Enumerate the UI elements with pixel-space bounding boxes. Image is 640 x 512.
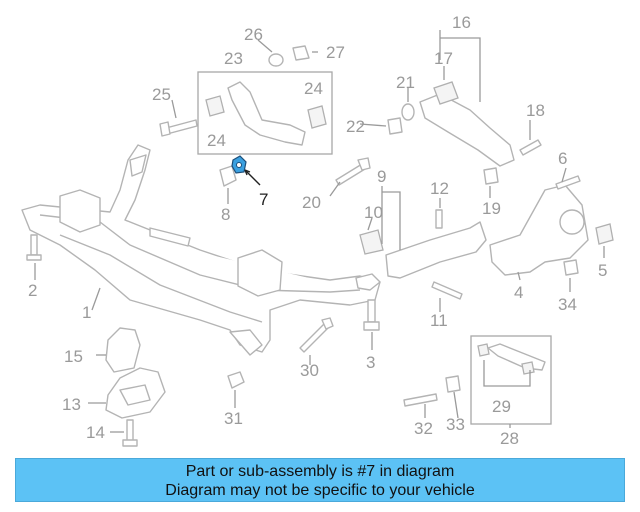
info-banner: Part or sub-assembly is #7 in diagram Di… bbox=[15, 458, 625, 502]
callout-34: 34 bbox=[558, 295, 577, 314]
callout-numbers: 1 2 3 4 5 6 7 8 9 10 11 12 13 14 15 16 1… bbox=[28, 13, 607, 448]
leader-arrowhead-7 bbox=[244, 169, 251, 176]
highlighted-part-7 bbox=[231, 155, 247, 174]
parts-diagram: 1 2 3 4 5 6 7 8 9 10 11 12 13 14 15 16 1… bbox=[21, 13, 614, 448]
bushing-part-10 bbox=[359, 229, 384, 255]
callout-24a: 24 bbox=[207, 131, 226, 150]
callout-17: 17 bbox=[434, 49, 453, 68]
washer-part-26 bbox=[268, 53, 284, 67]
bolt-part-2 bbox=[26, 234, 42, 261]
callout-15: 15 bbox=[64, 347, 83, 366]
group-box-23 bbox=[197, 71, 333, 155]
callout-31: 31 bbox=[224, 409, 243, 428]
nut-part-34 bbox=[563, 259, 579, 276]
leader-lines bbox=[34, 30, 605, 433]
banner-line-2: Diagram may not be specific to your vehi… bbox=[165, 482, 475, 499]
bracket-part-13 bbox=[105, 367, 166, 419]
bolt-part-11 bbox=[431, 281, 463, 300]
callout-6: 6 bbox=[558, 149, 567, 168]
callout-9: 9 bbox=[377, 167, 386, 186]
lower-arm-part-16 bbox=[419, 93, 515, 167]
bolt-part-6 bbox=[555, 175, 581, 190]
callout-27: 27 bbox=[326, 43, 345, 62]
callout-7: 7 bbox=[259, 190, 268, 209]
callout-1: 1 bbox=[82, 303, 91, 322]
trailing-arm-part-9 bbox=[385, 221, 487, 279]
bolt-part-12 bbox=[435, 209, 443, 229]
callout-5: 5 bbox=[598, 261, 607, 280]
callout-19: 19 bbox=[482, 199, 501, 218]
callout-25: 25 bbox=[152, 85, 171, 104]
callout-24b: 24 bbox=[304, 79, 323, 98]
callout-2: 2 bbox=[28, 281, 37, 300]
callout-20: 20 bbox=[302, 193, 321, 212]
bracket-29 bbox=[483, 360, 531, 387]
callout-28: 28 bbox=[500, 429, 519, 448]
bolt-part-25 bbox=[159, 119, 198, 137]
callout-11: 11 bbox=[430, 311, 448, 330]
bushing-part-5 bbox=[595, 223, 614, 245]
callout-16: 16 bbox=[452, 13, 471, 32]
bushing-part-17 bbox=[433, 81, 459, 105]
callout-26: 26 bbox=[244, 25, 263, 44]
callout-4: 4 bbox=[514, 283, 523, 302]
bolt-part-20 bbox=[335, 157, 371, 186]
callout-30: 30 bbox=[300, 361, 319, 380]
bolt-part-18 bbox=[519, 139, 542, 156]
callout-33: 33 bbox=[446, 415, 465, 434]
callout-18: 18 bbox=[526, 101, 545, 120]
bushing-part-8 bbox=[219, 165, 237, 187]
callout-14: 14 bbox=[86, 423, 105, 442]
bolt-part-14 bbox=[122, 419, 138, 447]
ring-part-21 bbox=[401, 103, 415, 121]
callout-32: 32 bbox=[414, 419, 433, 438]
bolt-part-32 bbox=[403, 393, 438, 407]
knuckle-part-4 bbox=[489, 184, 589, 276]
nut-part-22 bbox=[387, 117, 403, 135]
callout-22: 22 bbox=[346, 117, 365, 136]
bolt-part-30 bbox=[299, 317, 334, 353]
mount-part-15 bbox=[105, 327, 141, 373]
bolt-part-3 bbox=[363, 299, 380, 331]
callout-3: 3 bbox=[366, 353, 375, 372]
callout-8: 8 bbox=[221, 205, 230, 224]
nut-part-27 bbox=[292, 45, 310, 61]
group-box-28 bbox=[470, 335, 552, 425]
nut-part-19 bbox=[483, 167, 499, 185]
upper-arm-part-23 bbox=[205, 81, 327, 146]
callout-29: 29 bbox=[492, 397, 511, 416]
leader-part-7 bbox=[244, 169, 261, 186]
callout-13: 13 bbox=[62, 395, 81, 414]
callout-12: 12 bbox=[430, 179, 449, 198]
callout-21: 21 bbox=[396, 73, 415, 92]
banner-line-1: Part or sub-assembly is #7 in diagram bbox=[185, 463, 455, 480]
subframe-part-1 bbox=[21, 144, 381, 356]
callout-10: 10 bbox=[364, 203, 383, 222]
nut-part-33 bbox=[445, 375, 461, 393]
link-part-29 bbox=[477, 343, 546, 375]
nut-part-31 bbox=[227, 371, 245, 389]
callout-23: 23 bbox=[224, 49, 243, 68]
